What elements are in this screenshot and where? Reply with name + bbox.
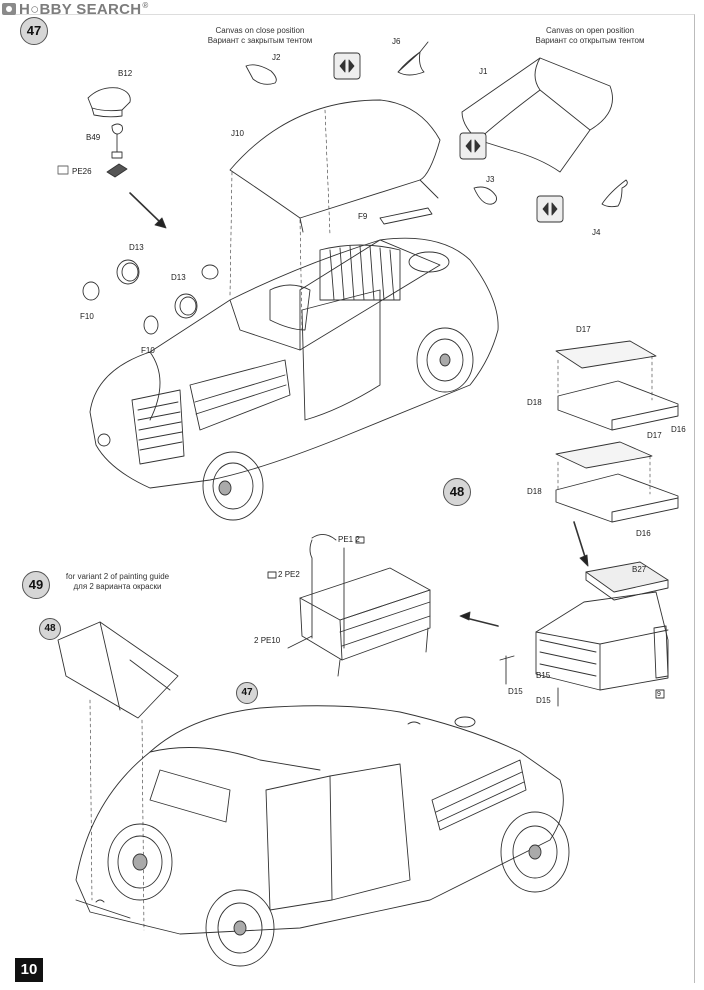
page-frame <box>10 14 695 983</box>
label-f9: F9 <box>358 212 368 221</box>
label-pe2-qty: 2 <box>278 570 283 579</box>
label-pe10: 2 PE10 <box>254 636 280 645</box>
car-body-step47 <box>89 237 499 521</box>
cabinet-pe-drawing <box>267 534 431 677</box>
label-pe26: PE26 <box>72 167 92 176</box>
reference-step-47: 47 <box>236 682 258 704</box>
caption-open-ru: Вариант со открытым тентом <box>535 36 645 45</box>
label-pe2: 2 PE2 <box>278 570 300 579</box>
step-48-badge: 48 <box>443 478 471 506</box>
label-d15-left: D15 <box>508 687 523 696</box>
label-9: 9 <box>657 691 661 698</box>
watermark-reg: ® <box>142 1 149 10</box>
label-d17-top: D17 <box>576 325 591 334</box>
step-47-badge: 47 <box>20 17 48 45</box>
label-j10: J10 <box>231 129 244 138</box>
label-d18-top: D18 <box>527 398 542 407</box>
label-b12: B12 <box>118 69 133 78</box>
label-d16-bottom: D16 <box>636 529 651 538</box>
label-d17-bottom: D17 <box>647 431 662 440</box>
caption-open-en: Canvas on open position <box>545 26 635 35</box>
caption-closed-en: Canvas on close position <box>215 26 305 35</box>
label-pe1-text: PE1 <box>338 535 354 544</box>
label-d16-top: D16 <box>671 425 686 434</box>
label-d18-bottom: D18 <box>527 487 542 496</box>
caption-closed-ru: Вариант с закрытым тентом <box>207 36 313 45</box>
label-pe1-qty: 2 <box>355 535 360 544</box>
headlights-drawing <box>82 259 219 335</box>
caption-open: Canvas on open position Вариант со откры… <box>520 26 660 46</box>
bracket-b49-drawing <box>111 123 123 159</box>
label-j2: J2 <box>272 53 281 62</box>
watermark-logo-o: ○ <box>30 1 40 18</box>
etched-pe26-drawing <box>57 163 128 178</box>
label-b49: B49 <box>86 133 101 142</box>
watermark: H○BBY SEARCH® <box>2 1 149 18</box>
caption-variant-ru: для 2 варианта окраски <box>73 582 162 591</box>
hood-brackets <box>245 41 628 208</box>
label-pe10-qty: 2 <box>254 636 259 645</box>
caption-closed: Canvas on close position Вариант с закры… <box>190 26 330 46</box>
label-d13-right: D13 <box>171 273 186 282</box>
horn-b12-drawing <box>87 87 131 118</box>
canvas-roof-j10 <box>229 99 441 331</box>
label-j4: J4 <box>592 228 601 237</box>
label-j3: J3 <box>486 175 495 184</box>
reference-step-48: 48 <box>39 618 61 640</box>
label-b27: B27 <box>632 565 647 574</box>
car-body-step49 <box>57 621 570 967</box>
label-j6: J6 <box>392 37 401 46</box>
step-49-badge: 49 <box>22 571 50 599</box>
part-f9-drawing <box>379 207 433 225</box>
camera-icon <box>2 3 16 15</box>
label-pe10-text: PE10 <box>260 636 281 645</box>
label-j1: J1 <box>479 67 488 76</box>
arrow-to-car <box>129 192 167 229</box>
caption-variant-en: for variant 2 of painting guide <box>65 572 170 581</box>
label-d13-left: D13 <box>129 243 144 252</box>
watermark-text: BBY SEARCH <box>39 1 142 18</box>
label-pe2-text: PE2 <box>284 570 300 579</box>
label-f10-left: F10 <box>80 312 94 321</box>
drawer-parts-step48 <box>555 340 679 567</box>
label-d15-right: D15 <box>536 696 551 705</box>
watermark-letter: H <box>19 1 31 18</box>
label-pe1: PE1 2 <box>338 535 360 544</box>
page-number: 10 <box>15 958 43 982</box>
cabinet-assembly <box>459 561 669 707</box>
caption-variant: for variant 2 of painting guide для 2 ва… <box>60 572 175 592</box>
direction-badges <box>333 52 564 223</box>
label-b15: B15 <box>536 671 551 680</box>
label-f10-right: F10 <box>141 346 155 355</box>
